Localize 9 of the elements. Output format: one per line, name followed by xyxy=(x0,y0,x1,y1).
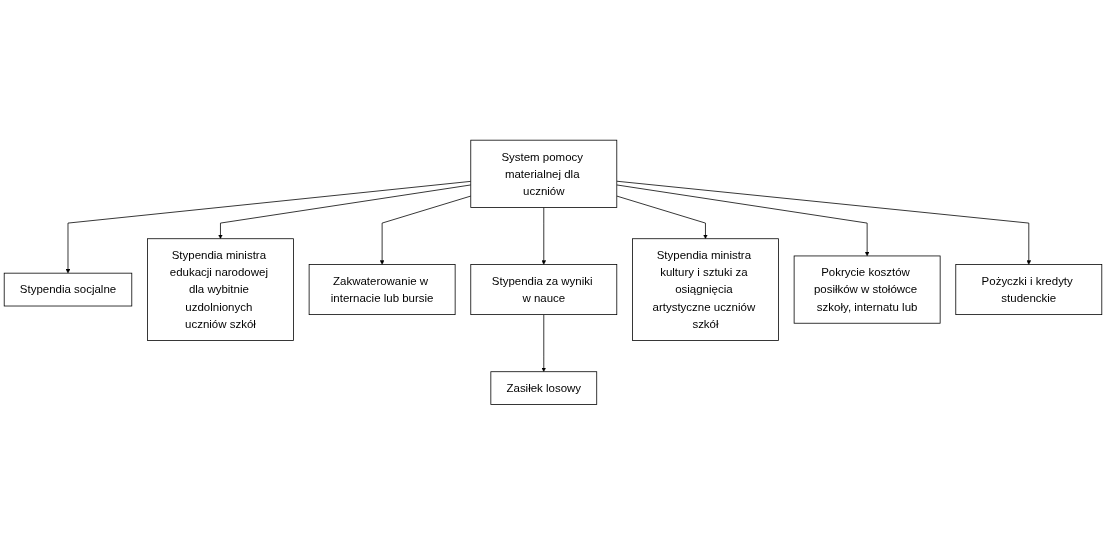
node-box: Zakwaterowanie w internacie lub bursie xyxy=(308,264,456,316)
node-box: Zasiłek losowy xyxy=(490,371,598,406)
node-box: Stypendia ministra edukacji narodowej dla wybitnie uzdolnionych uczniów szkół xyxy=(147,238,294,341)
node-box: Pożyczki i kredyty studenckie xyxy=(955,264,1103,316)
node-box: System pomocy materialnej dla uczniów xyxy=(470,139,618,208)
node-box: Stypendia za wyniki w nauce xyxy=(470,264,618,316)
node-box: Pokrycie kosztów posiłków w stołówce szkoły, internatu lub xyxy=(793,255,941,324)
node-box: Stypendia socjalne xyxy=(3,272,133,307)
node-box: Stypendia ministra kultury i sztuki za osiągnięcia artystyczne uczniów szkół xyxy=(632,238,779,341)
